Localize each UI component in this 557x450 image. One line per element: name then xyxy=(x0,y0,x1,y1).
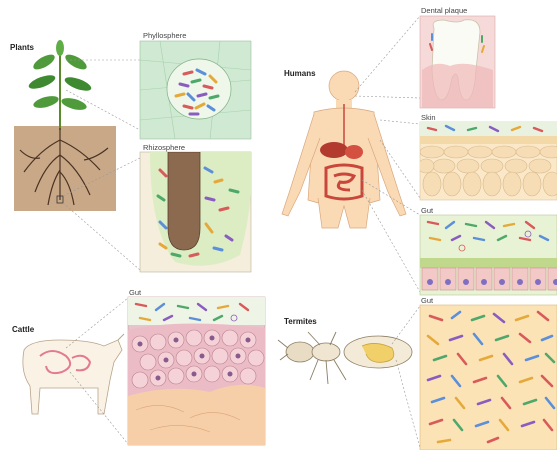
human-gut-panel xyxy=(420,215,557,295)
cattle-gut-panel xyxy=(128,297,265,445)
termite-connectors xyxy=(392,306,420,448)
termite-gut-panel xyxy=(420,305,557,450)
termite-illustration xyxy=(278,332,412,384)
plants-label: Plants xyxy=(10,44,34,52)
skin-panel xyxy=(418,122,557,200)
skin-label: Skin xyxy=(421,114,436,122)
rhizosphere-label: Rhizosphere xyxy=(143,144,185,152)
human-gut-label: Gut xyxy=(421,207,433,215)
cattle-gut-label: Gut xyxy=(129,289,141,297)
dental-plaque-label: Dental plaque xyxy=(421,7,467,15)
dental-plaque-panel xyxy=(420,16,495,108)
cattle-illustration xyxy=(23,334,124,414)
termites-label: Termites xyxy=(284,318,317,326)
root-tip xyxy=(168,152,200,250)
phyllosphere-label: Phyllosphere xyxy=(143,32,186,40)
termite-gut-label: Gut xyxy=(421,297,433,305)
stomach xyxy=(345,145,363,159)
human-illustration xyxy=(282,71,406,228)
rhizosphere-panel xyxy=(140,152,252,272)
liver xyxy=(320,142,348,158)
phyllosphere-panel xyxy=(140,41,251,139)
plant-illustration xyxy=(14,40,116,211)
soil-block xyxy=(14,126,116,211)
humans-label: Humans xyxy=(284,70,316,78)
cattle-label: Cattle xyxy=(12,326,34,334)
